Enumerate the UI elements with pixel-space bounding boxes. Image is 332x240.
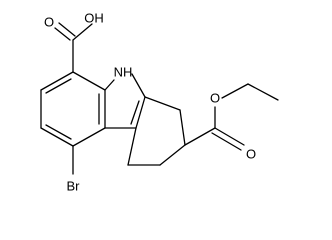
bond-c7-c8-inner bbox=[45, 78, 72, 94]
bond-n-c9a bbox=[131, 73, 146, 98]
bond-ch2-ch3 bbox=[247, 83, 279, 101]
bond-lines bbox=[40, 22, 279, 175]
label-ester-ocarbonyl: O bbox=[246, 147, 256, 162]
bond-c5-c6-inner bbox=[45, 124, 72, 140]
bond-oether-ch2 bbox=[221, 83, 249, 99]
bond-c8a-n bbox=[104, 79, 115, 91]
bond-c4-c4a bbox=[127, 127, 137, 166]
bond-c8-c8a bbox=[72, 71, 106, 91]
label-ester-oether: O bbox=[210, 91, 220, 106]
bond-acid-c-o-1 bbox=[54, 27, 71, 41]
bond-c7-c8 bbox=[40, 71, 74, 91]
label-nh: NH bbox=[114, 65, 133, 80]
molecule-diagram: O OH NH Br O O bbox=[40, 11, 279, 194]
bond-c9a-c4a bbox=[135, 96, 146, 129]
bond-c2-c3 bbox=[159, 144, 186, 166]
bond-acid-c-o-2 bbox=[58, 22, 76, 37]
atom-labels: O OH NH Br O O bbox=[44, 11, 256, 194]
bond-acid-c-oh bbox=[72, 23, 93, 41]
label-br: Br bbox=[67, 179, 81, 194]
label-acid-oh: OH bbox=[84, 11, 104, 26]
bond-c4b-c5 bbox=[72, 127, 106, 147]
bond-ester-c-o-2 bbox=[211, 132, 242, 151]
bond-c9a-c1 bbox=[144, 96, 181, 111]
bond-c5-c6 bbox=[40, 127, 74, 147]
label-acid-o: O bbox=[44, 15, 54, 30]
bond-c9a-c4a-inner bbox=[130, 100, 140, 125]
bond-c1-c2 bbox=[179, 109, 186, 146]
bond-c2-ester-c bbox=[184, 127, 216, 146]
bond-ester-c-o-1 bbox=[214, 127, 245, 146]
